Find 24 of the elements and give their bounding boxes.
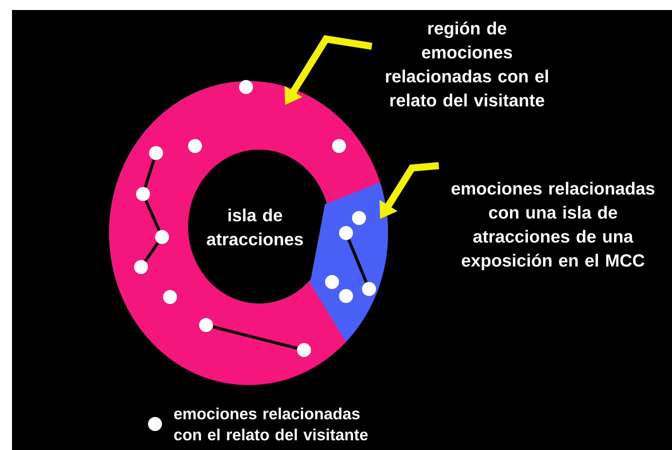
connector-line bbox=[144, 200, 160, 232]
dot bbox=[339, 289, 353, 303]
dot bbox=[352, 211, 366, 225]
dot bbox=[136, 187, 150, 201]
connector-line bbox=[212, 325, 298, 350]
dot bbox=[332, 139, 346, 153]
dot bbox=[325, 275, 339, 289]
connector-line bbox=[347, 239, 368, 283]
dot bbox=[188, 139, 202, 153]
dot bbox=[199, 318, 213, 332]
label-text: isla de atracciones bbox=[206, 208, 303, 246]
connector-line bbox=[144, 242, 160, 262]
dot bbox=[134, 260, 148, 274]
dot bbox=[239, 80, 253, 94]
dot bbox=[362, 282, 376, 296]
connector-line bbox=[144, 159, 156, 188]
callout-text: región de emociones relacionadas con el relato del visitante bbox=[386, 22, 548, 106]
callout-text: emociones relacionadas con una isla de atracciones de una exposición en el MCC bbox=[452, 182, 654, 270]
dot bbox=[297, 343, 311, 357]
legend-text: emociones relacionadas con el relato del visitante bbox=[174, 408, 368, 440]
dot bbox=[163, 290, 177, 304]
dot bbox=[149, 146, 163, 160]
dot bbox=[155, 230, 169, 244]
dot bbox=[339, 226, 353, 240]
